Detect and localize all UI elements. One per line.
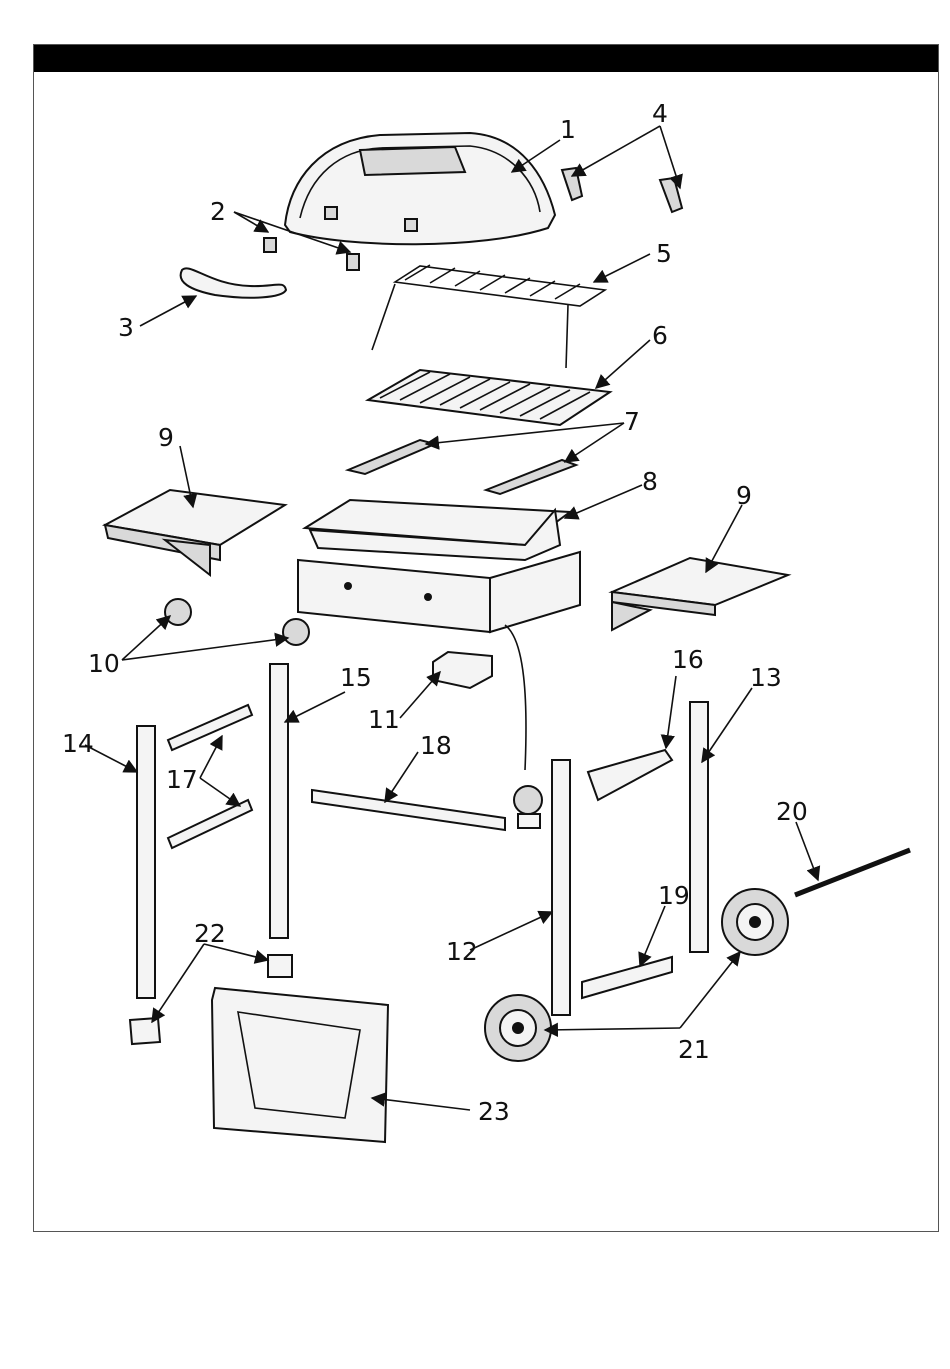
part-grease-tray bbox=[433, 652, 492, 688]
part-gas-regulator bbox=[505, 625, 542, 828]
label-3: 3 bbox=[118, 313, 134, 342]
part-crossbar-18 bbox=[312, 790, 505, 830]
part-leg-13 bbox=[690, 702, 708, 952]
label-21: 21 bbox=[678, 1035, 710, 1064]
label-8: 8 bbox=[642, 467, 658, 496]
part-leg-14 bbox=[137, 726, 155, 998]
part-door-panel bbox=[212, 988, 388, 1142]
label-9-left: 9 bbox=[158, 423, 174, 452]
part-foot-lower bbox=[130, 1018, 160, 1044]
part-side-shelf-right bbox=[612, 558, 788, 630]
part-leg-12 bbox=[552, 760, 570, 1015]
part-lid-brackets bbox=[264, 238, 359, 270]
label-10: 10 bbox=[88, 649, 120, 678]
part-foot-upper bbox=[268, 955, 292, 977]
label-9-right: 9 bbox=[736, 481, 752, 510]
label-23: 23 bbox=[478, 1097, 510, 1126]
part-handle bbox=[181, 268, 286, 297]
lid-hole-left-icon bbox=[325, 207, 337, 219]
label-19: 19 bbox=[658, 881, 690, 910]
part-lid bbox=[285, 133, 555, 244]
label-18: 18 bbox=[420, 731, 452, 760]
part-side-shelf-left bbox=[105, 490, 285, 575]
label-14: 14 bbox=[62, 729, 94, 758]
part-heat-tent-right bbox=[486, 460, 576, 494]
label-20: 20 bbox=[776, 797, 808, 826]
part-bracket-16 bbox=[588, 750, 672, 800]
part-bottom-bar-19 bbox=[582, 957, 672, 998]
part-hinges bbox=[562, 168, 682, 212]
label-12: 12 bbox=[446, 937, 478, 966]
part-axle bbox=[795, 850, 910, 895]
label-11: 11 bbox=[368, 705, 400, 734]
label-17: 17 bbox=[166, 765, 198, 794]
control-knob-right-icon bbox=[283, 619, 309, 645]
part-leg-15 bbox=[270, 664, 288, 938]
part-wheel-front bbox=[485, 995, 551, 1061]
control-knob-left-icon bbox=[165, 599, 191, 625]
part-brace-lower bbox=[168, 800, 252, 848]
part-firebox bbox=[305, 500, 570, 560]
lid-hole-right-icon bbox=[405, 219, 417, 231]
label-6: 6 bbox=[652, 321, 668, 350]
label-1: 1 bbox=[560, 115, 576, 144]
label-22: 22 bbox=[194, 919, 226, 948]
label-5: 5 bbox=[656, 239, 672, 268]
part-heat-tent-left bbox=[348, 440, 435, 474]
label-15: 15 bbox=[340, 663, 372, 692]
part-cooking-grate bbox=[368, 370, 610, 425]
part-warming-rack bbox=[372, 265, 605, 368]
label-13: 13 bbox=[750, 663, 782, 692]
part-brace-upper bbox=[168, 705, 252, 750]
label-2: 2 bbox=[210, 197, 226, 226]
part-control-panel bbox=[298, 552, 580, 632]
label-4: 4 bbox=[652, 99, 668, 128]
label-7: 7 bbox=[624, 407, 640, 436]
part-wheel-rear bbox=[722, 889, 788, 955]
label-16: 16 bbox=[672, 645, 704, 674]
